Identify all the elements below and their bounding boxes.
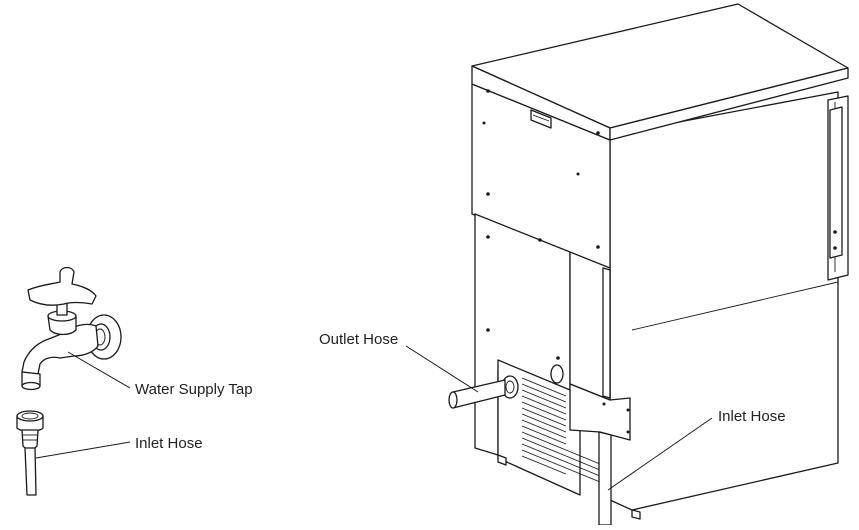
label-inlet-hose-left: Inlet Hose [135, 435, 203, 452]
ice-machine [471, 3, 849, 520]
vent-grille [521, 377, 601, 483]
label-inlet-hose-right: Inlet Hose [718, 408, 786, 425]
leader-inlet-hose-right [607, 417, 713, 491]
leader-water-supply-tap [67, 351, 131, 389]
door-handle [829, 106, 843, 259]
rear-cover-plate [569, 383, 631, 441]
inlet-hose-fitting [16, 410, 44, 496]
drain-port [550, 364, 564, 384]
side-panel [609, 91, 839, 511]
leader-outlet-hose [405, 345, 479, 393]
inlet-hose-right [598, 267, 612, 526]
label-water-supply-tap: Water Supply Tap [135, 381, 253, 398]
water-supply-tap [21, 266, 122, 391]
leader-inlet-hose-left [35, 441, 131, 459]
tap-handle-icon [27, 266, 97, 306]
logo-badge [530, 109, 552, 129]
inlet-hose-left [24, 447, 37, 496]
label-outlet-hose: Outlet Hose [319, 331, 399, 348]
